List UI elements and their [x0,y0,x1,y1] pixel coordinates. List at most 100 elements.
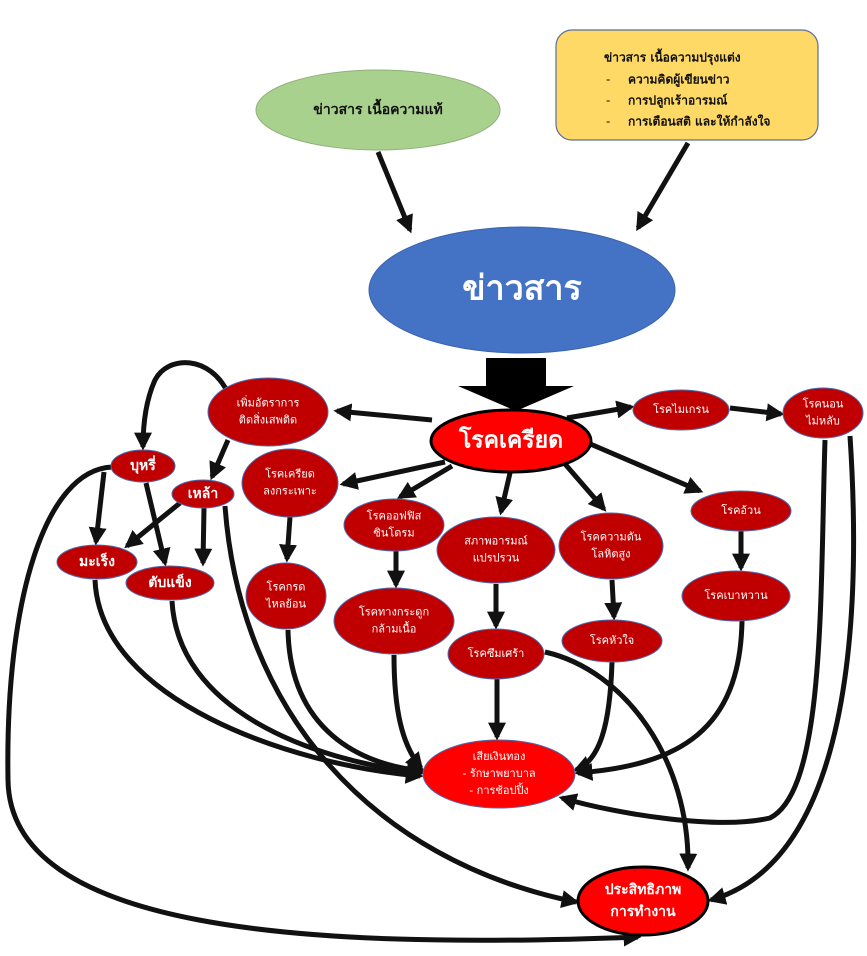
node-obesity: โรคอ้วน [690,490,792,532]
edge-musculo-to-money [391,654,424,771]
node-office-shape [343,498,445,552]
node-mood-shape [436,516,556,584]
node-heart-label: โรคหัวใจ [590,633,634,647]
edge-cigarette-to-cancer [88,471,107,546]
node-cirrhosis-shape [125,565,215,601]
node-office: โรคออฟฟิสซินโดรม [343,498,445,552]
node-cirrhosis-label: ตับแข็ง [148,573,192,591]
node-money-label: เสียเงินทอง [473,750,526,763]
embellished-item: การปลูกเร้าอารมณ์ [628,94,727,109]
edge-depression-to-performance [544,649,698,872]
edge-migraine-to-insomnia [729,403,785,422]
node-performance-label: การทำงาน [610,904,676,920]
node-bp-label: โลหิตสูง [591,547,630,561]
edge-alcohol-to-cancer [124,501,182,549]
edge-cigarette-to-performance [5,464,642,947]
node-news-label: ข่าวสาร [462,269,582,309]
node-addict-label: เพิ่มอัตราการ [237,394,300,409]
node-performance-label: ประสิทธิภาพ [605,882,682,898]
node-money: เสียเงินทอง - รักษาพยาบาล - การช้อปปิ้ง [422,739,576,809]
edge-stress-to-office [396,463,454,500]
node-migraine: โรคไมเกรน [632,389,730,431]
node-addict-label: ติดสิ่งเสพติด [239,412,297,427]
node-cigarette-shape [110,449,176,483]
edge-news-to-stress [458,358,574,411]
node-performance-shape [576,865,710,937]
node-diabetes-label: โรคเบาหวาน [704,588,768,602]
node-insomnia-label: ไม่หลับ [805,415,840,428]
edge-genuine-to-news [375,151,413,234]
node-depression-label: โรคซึมเศร้า [468,646,525,660]
edge-stress-to-gastric [339,459,446,490]
edge-cancer-to-money [92,579,424,784]
bullet-dash: - [606,94,610,108]
node-stress-label: โรคเครียด [458,426,563,454]
node-money-label: - การช้อปปิ้ง [469,782,529,797]
node-embellished: ข่าวสาร เนื้อความปรุงแต่ง - ความคิดผู้เขีย… [555,29,819,141]
node-cancer: มะเร็ง [56,544,138,580]
edge-addict-to-alcohol [209,439,231,481]
node-cigarette: บุหรี่ [110,449,176,483]
embellished-item: ความคิดผู้เขียนข่าว [628,73,730,88]
node-musculo-label: โรคทางกระดูก [359,604,429,618]
node-depression: โรคซึมเศร้า [447,628,545,680]
node-news: ข่าวสาร [368,226,676,354]
node-obesity-label: โรคอ้วน [721,503,761,517]
embellished-item: การเตือนสติ และให้กำลังใจ [628,114,770,129]
node-genuine: ข่าวสาร เนื้อความแท้ [255,69,501,151]
bullet-dash: - [606,115,610,129]
node-diabetes-shape [681,570,791,622]
edge-insomnia-to-money [558,439,828,825]
node-gastric-label: โรคเครียด [265,466,315,480]
node-news-shape [368,226,676,354]
edge-alcohol-to-cirrhosis [194,507,213,567]
edge-reflux-to-money [285,629,427,779]
node-musculo: โรคทางกระดูกกล้ามเนื้อ [333,587,455,655]
node-office-label: โรคออฟฟิส [367,508,422,522]
node-cancer-label: มะเร็ง [79,552,115,570]
edge-diabetes-to-money [574,620,745,781]
node-money-shape [422,739,576,809]
node-reflux-label: ไหลย้อน [265,598,307,611]
node-bp-shape [558,512,664,580]
node-heart-shape [561,619,663,663]
node-insomnia-label: โรคนอน [803,396,844,410]
node-bp-label: โรคความดัน [581,529,642,543]
edge-stress-to-mood [495,472,514,516]
edge-stress-to-obesity [587,440,704,494]
node-heart: โรคหัวใจ [561,619,663,663]
node-stress-shape [429,408,593,474]
edge-heart-to-money [572,661,615,773]
node-genuine-shape [255,69,501,151]
node-office-label: ซินโดรม [373,526,414,540]
node-money-label: - รักษาพยาบาล [462,767,535,780]
edge-bp-to-heart [604,579,623,621]
edge-alcohol-to-performance [222,505,580,908]
node-cirrhosis: ตับแข็ง [125,565,215,601]
edge-embellished-to-news [635,141,691,232]
node-reflux-label: โรคกรด [267,579,306,593]
node-gastric-shape [241,448,339,518]
node-diabetes: โรคเบาหวาน [681,570,791,622]
node-mood-label: สภาพอารมณ์ [464,534,528,547]
edge-gastric-to-reflux [279,516,298,563]
node-musculo-shape [333,587,455,655]
embellished-title: ข่าวสาร เนื้อความปรุงแต่ง [604,48,741,66]
edge-stress-to-addict [333,403,433,423]
node-mood-label: แปรปรวน [473,552,520,565]
node-alcohol-label: เหล้า [188,486,218,502]
node-alcohol: เหล้า [171,479,235,509]
node-alcohol-shape [171,479,235,509]
node-migraine-label: โรคไมเกรน [653,402,709,416]
bullet-dash: - [606,73,610,87]
node-obesity-shape [690,490,792,532]
node-insomnia-shape [782,387,864,439]
node-gastric-label: ลงกระเพาะ [263,485,317,498]
